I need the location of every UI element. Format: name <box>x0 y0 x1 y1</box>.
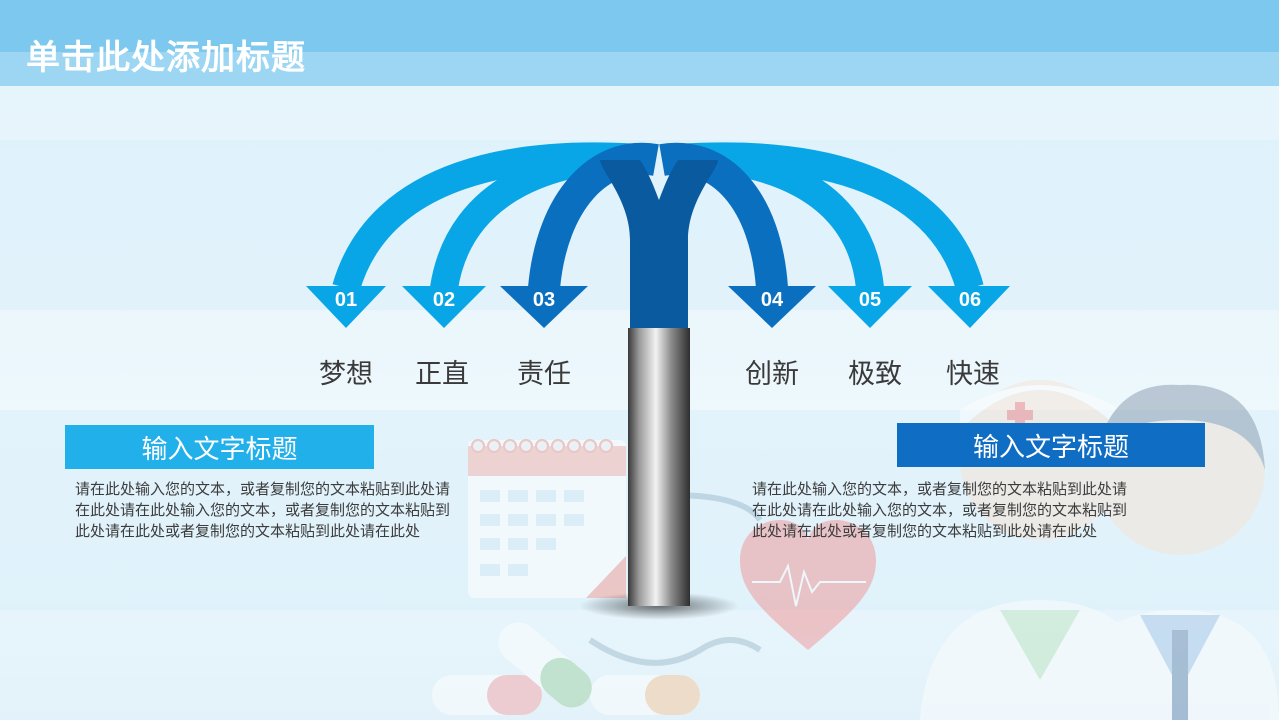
calendar-icon <box>468 439 626 598</box>
arrow-03[interactable] <box>500 142 659 328</box>
right-panel-text[interactable]: 请在此处输入您的文本，或者复制您的文本粘贴到此处请 在此处请在此处输入您的文本，… <box>752 479 1188 542</box>
pill-icon <box>432 622 700 715</box>
keyword-label[interactable]: 梦想 <box>319 359 373 390</box>
doctor-illustration <box>920 380 1279 720</box>
heart-icon <box>740 520 876 650</box>
keyword-label[interactable]: 责任 <box>517 359 571 390</box>
text-line: 此处请在此处或者复制您的文本粘贴到此处请在此处 <box>752 522 1098 540</box>
right-panel-title[interactable]: 输入文字标题 <box>897 423 1205 467</box>
metal-pole <box>628 328 690 606</box>
text-line: 此处请在此处或者复制您的文本粘贴到此处请在此处 <box>75 522 421 540</box>
keyword-label[interactable]: 创新 <box>745 359 799 390</box>
text-line: 请在此处输入您的文本，或者复制您的文本粘贴到此处请 <box>75 480 451 498</box>
left-panel-title[interactable]: 输入文字标题 <box>65 425 374 469</box>
arrow-trunk <box>600 160 718 330</box>
arrow-04[interactable] <box>659 142 816 328</box>
arrow-number: 02 <box>433 289 455 311</box>
text-line: 在此处请在此处输入您的文本，或者复制您的文本粘贴到 <box>75 501 451 519</box>
arrow-number: 01 <box>335 289 357 311</box>
text-line: 请在此处输入您的文本，或者复制您的文本粘贴到此处请 <box>752 480 1128 498</box>
text-line: 在此处请在此处输入您的文本，或者复制您的文本粘贴到 <box>752 501 1128 519</box>
keyword-label[interactable]: 极致 <box>848 359 902 390</box>
header-band <box>0 52 1279 86</box>
header-bar <box>0 0 1279 86</box>
page-title[interactable]: 单击此处添加标题 <box>26 38 306 78</box>
left-panel-text[interactable]: 请在此处输入您的文本，或者复制您的文本粘贴到此处请 在此处请在此处输入您的文本，… <box>75 479 511 542</box>
keyword-label[interactable]: 快速 <box>946 359 1000 390</box>
arrow-number: 04 <box>761 289 784 311</box>
arrow-number: 05 <box>859 289 881 311</box>
keyword-label[interactable]: 正直 <box>415 359 469 390</box>
arrow-number: 06 <box>959 289 981 311</box>
arrow-number: 03 <box>533 289 555 311</box>
